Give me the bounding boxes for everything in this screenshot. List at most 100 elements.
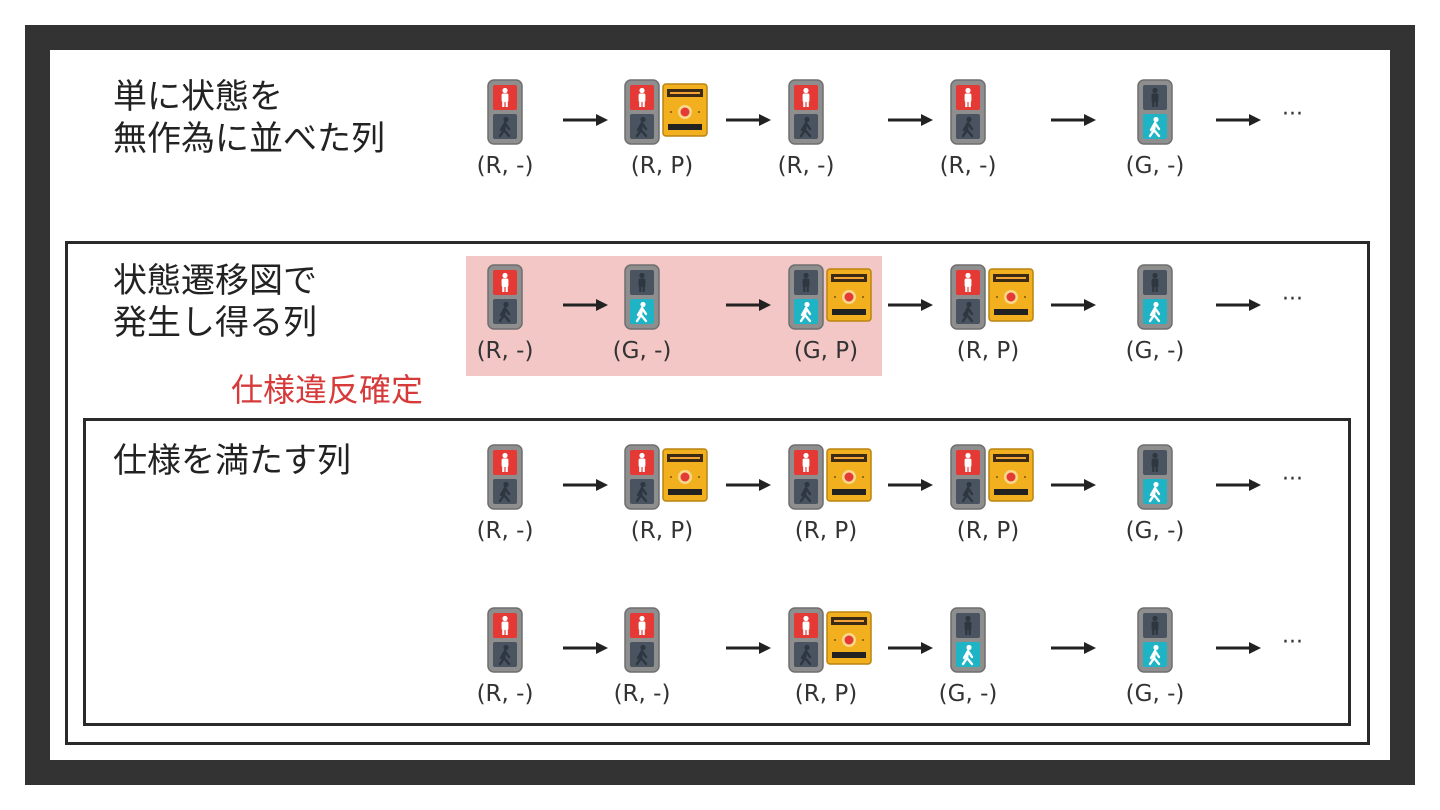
state-caption: (G, -) bbox=[1125, 153, 1185, 179]
state-node bbox=[487, 79, 523, 145]
push-button-box-icon bbox=[826, 268, 872, 322]
pedestrian-signal-icon bbox=[950, 607, 986, 673]
pedestrian-signal-icon bbox=[487, 79, 523, 145]
state-caption: (G, -) bbox=[1125, 518, 1185, 544]
sequence-ellipsis: ··· bbox=[1282, 287, 1303, 312]
state-caption: (R, P) bbox=[630, 518, 694, 544]
push-button-box-icon bbox=[826, 448, 872, 502]
arrow-right-icon bbox=[1051, 114, 1096, 126]
state-node bbox=[788, 607, 872, 673]
state-node bbox=[1137, 444, 1173, 510]
pedestrian-signal-icon bbox=[1137, 79, 1173, 145]
pedestrian-signal-icon bbox=[788, 607, 824, 673]
section-label-satisfying: 仕様を満たす列 bbox=[113, 440, 351, 482]
pedestrian-signal-icon bbox=[950, 444, 986, 510]
state-node bbox=[1137, 607, 1173, 673]
state-node bbox=[788, 444, 872, 510]
state-node bbox=[624, 607, 660, 673]
state-caption: (R, P) bbox=[956, 338, 1020, 364]
state-node bbox=[950, 79, 986, 145]
state-caption: (R, P) bbox=[794, 518, 858, 544]
state-caption: (R, -) bbox=[939, 153, 997, 179]
state-node bbox=[788, 264, 872, 330]
state-caption: (G, P) bbox=[793, 338, 859, 364]
state-node bbox=[950, 264, 1034, 330]
pedestrian-signal-icon bbox=[487, 607, 523, 673]
arrow-right-icon bbox=[563, 479, 608, 491]
arrow-right-icon bbox=[1051, 299, 1096, 311]
arrow-right-icon bbox=[1216, 114, 1261, 126]
arrow-right-icon bbox=[563, 114, 608, 126]
state-caption: (G, -) bbox=[938, 681, 998, 707]
pedestrian-signal-icon bbox=[950, 264, 986, 330]
arrow-right-icon bbox=[1216, 479, 1261, 491]
pedestrian-signal-icon bbox=[624, 444, 660, 510]
state-node bbox=[950, 607, 986, 673]
pedestrian-signal-icon bbox=[788, 264, 824, 330]
pedestrian-signal-icon bbox=[788, 444, 824, 510]
state-caption: (R, -) bbox=[613, 681, 671, 707]
sequence-ellipsis: ··· bbox=[1282, 102, 1303, 127]
label-line: 発生し得る列 bbox=[113, 303, 317, 343]
state-caption: (R, P) bbox=[630, 153, 694, 179]
pedestrian-signal-icon bbox=[950, 79, 986, 145]
state-node bbox=[788, 79, 824, 145]
state-node bbox=[1137, 264, 1173, 330]
label-line: 無作為に並べた列 bbox=[113, 119, 385, 159]
pedestrian-signal-icon bbox=[1137, 444, 1173, 510]
state-caption: (R, -) bbox=[476, 153, 534, 179]
push-button-box-icon bbox=[662, 83, 708, 137]
pedestrian-signal-icon bbox=[624, 607, 660, 673]
arrow-right-icon bbox=[726, 479, 771, 491]
arrow-right-icon bbox=[888, 299, 933, 311]
pedestrian-signal-icon bbox=[1137, 607, 1173, 673]
state-node bbox=[624, 444, 708, 510]
pedestrian-signal-icon bbox=[487, 444, 523, 510]
state-node bbox=[950, 444, 1034, 510]
state-node bbox=[487, 607, 523, 673]
arrow-right-icon bbox=[726, 299, 771, 311]
state-caption: (R, -) bbox=[476, 681, 534, 707]
arrow-right-icon bbox=[726, 114, 771, 126]
sequence-ellipsis: ··· bbox=[1282, 467, 1303, 492]
label-line: 単に状態を bbox=[113, 77, 283, 117]
arrow-right-icon bbox=[563, 299, 608, 311]
satisfying-sequences-box bbox=[83, 418, 1351, 726]
state-caption: (R, P) bbox=[956, 518, 1020, 544]
state-caption: (R, P) bbox=[794, 681, 858, 707]
push-button-box-icon bbox=[662, 448, 708, 502]
state-caption: (G, -) bbox=[1125, 681, 1185, 707]
arrow-right-icon bbox=[888, 479, 933, 491]
push-button-box-icon bbox=[988, 268, 1034, 322]
state-caption: (R, -) bbox=[476, 338, 534, 364]
arrow-right-icon bbox=[563, 642, 608, 654]
pedestrian-signal-icon bbox=[624, 79, 660, 145]
pedestrian-signal-icon bbox=[487, 264, 523, 330]
violation-label: 仕様違反確定 bbox=[231, 371, 424, 409]
state-caption: (G, -) bbox=[612, 338, 672, 364]
state-node bbox=[1137, 79, 1173, 145]
arrow-right-icon bbox=[1216, 642, 1261, 654]
section-label-random: 単に状態を 無作為に並べた列 bbox=[113, 76, 385, 160]
state-caption: (R, -) bbox=[476, 518, 534, 544]
state-node bbox=[487, 444, 523, 510]
reachable-sequences-box bbox=[65, 241, 1370, 745]
state-caption: (G, -) bbox=[1125, 338, 1185, 364]
label-line: 仕様を満たす列 bbox=[113, 441, 351, 481]
sequence-ellipsis: ··· bbox=[1282, 630, 1303, 655]
arrow-right-icon bbox=[1051, 642, 1096, 654]
state-node bbox=[624, 264, 660, 330]
push-button-box-icon bbox=[988, 448, 1034, 502]
arrow-right-icon bbox=[888, 114, 933, 126]
arrow-right-icon bbox=[888, 642, 933, 654]
label-line: 状態遷移図で bbox=[113, 261, 317, 301]
state-node bbox=[624, 79, 708, 145]
push-button-box-icon bbox=[826, 611, 872, 665]
arrow-right-icon bbox=[1216, 299, 1261, 311]
arrow-right-icon bbox=[726, 642, 771, 654]
pedestrian-signal-icon bbox=[624, 264, 660, 330]
state-node bbox=[487, 264, 523, 330]
state-caption: (R, -) bbox=[777, 153, 835, 179]
section-label-reachable: 状態遷移図で 発生し得る列 bbox=[113, 260, 317, 344]
pedestrian-signal-icon bbox=[1137, 264, 1173, 330]
